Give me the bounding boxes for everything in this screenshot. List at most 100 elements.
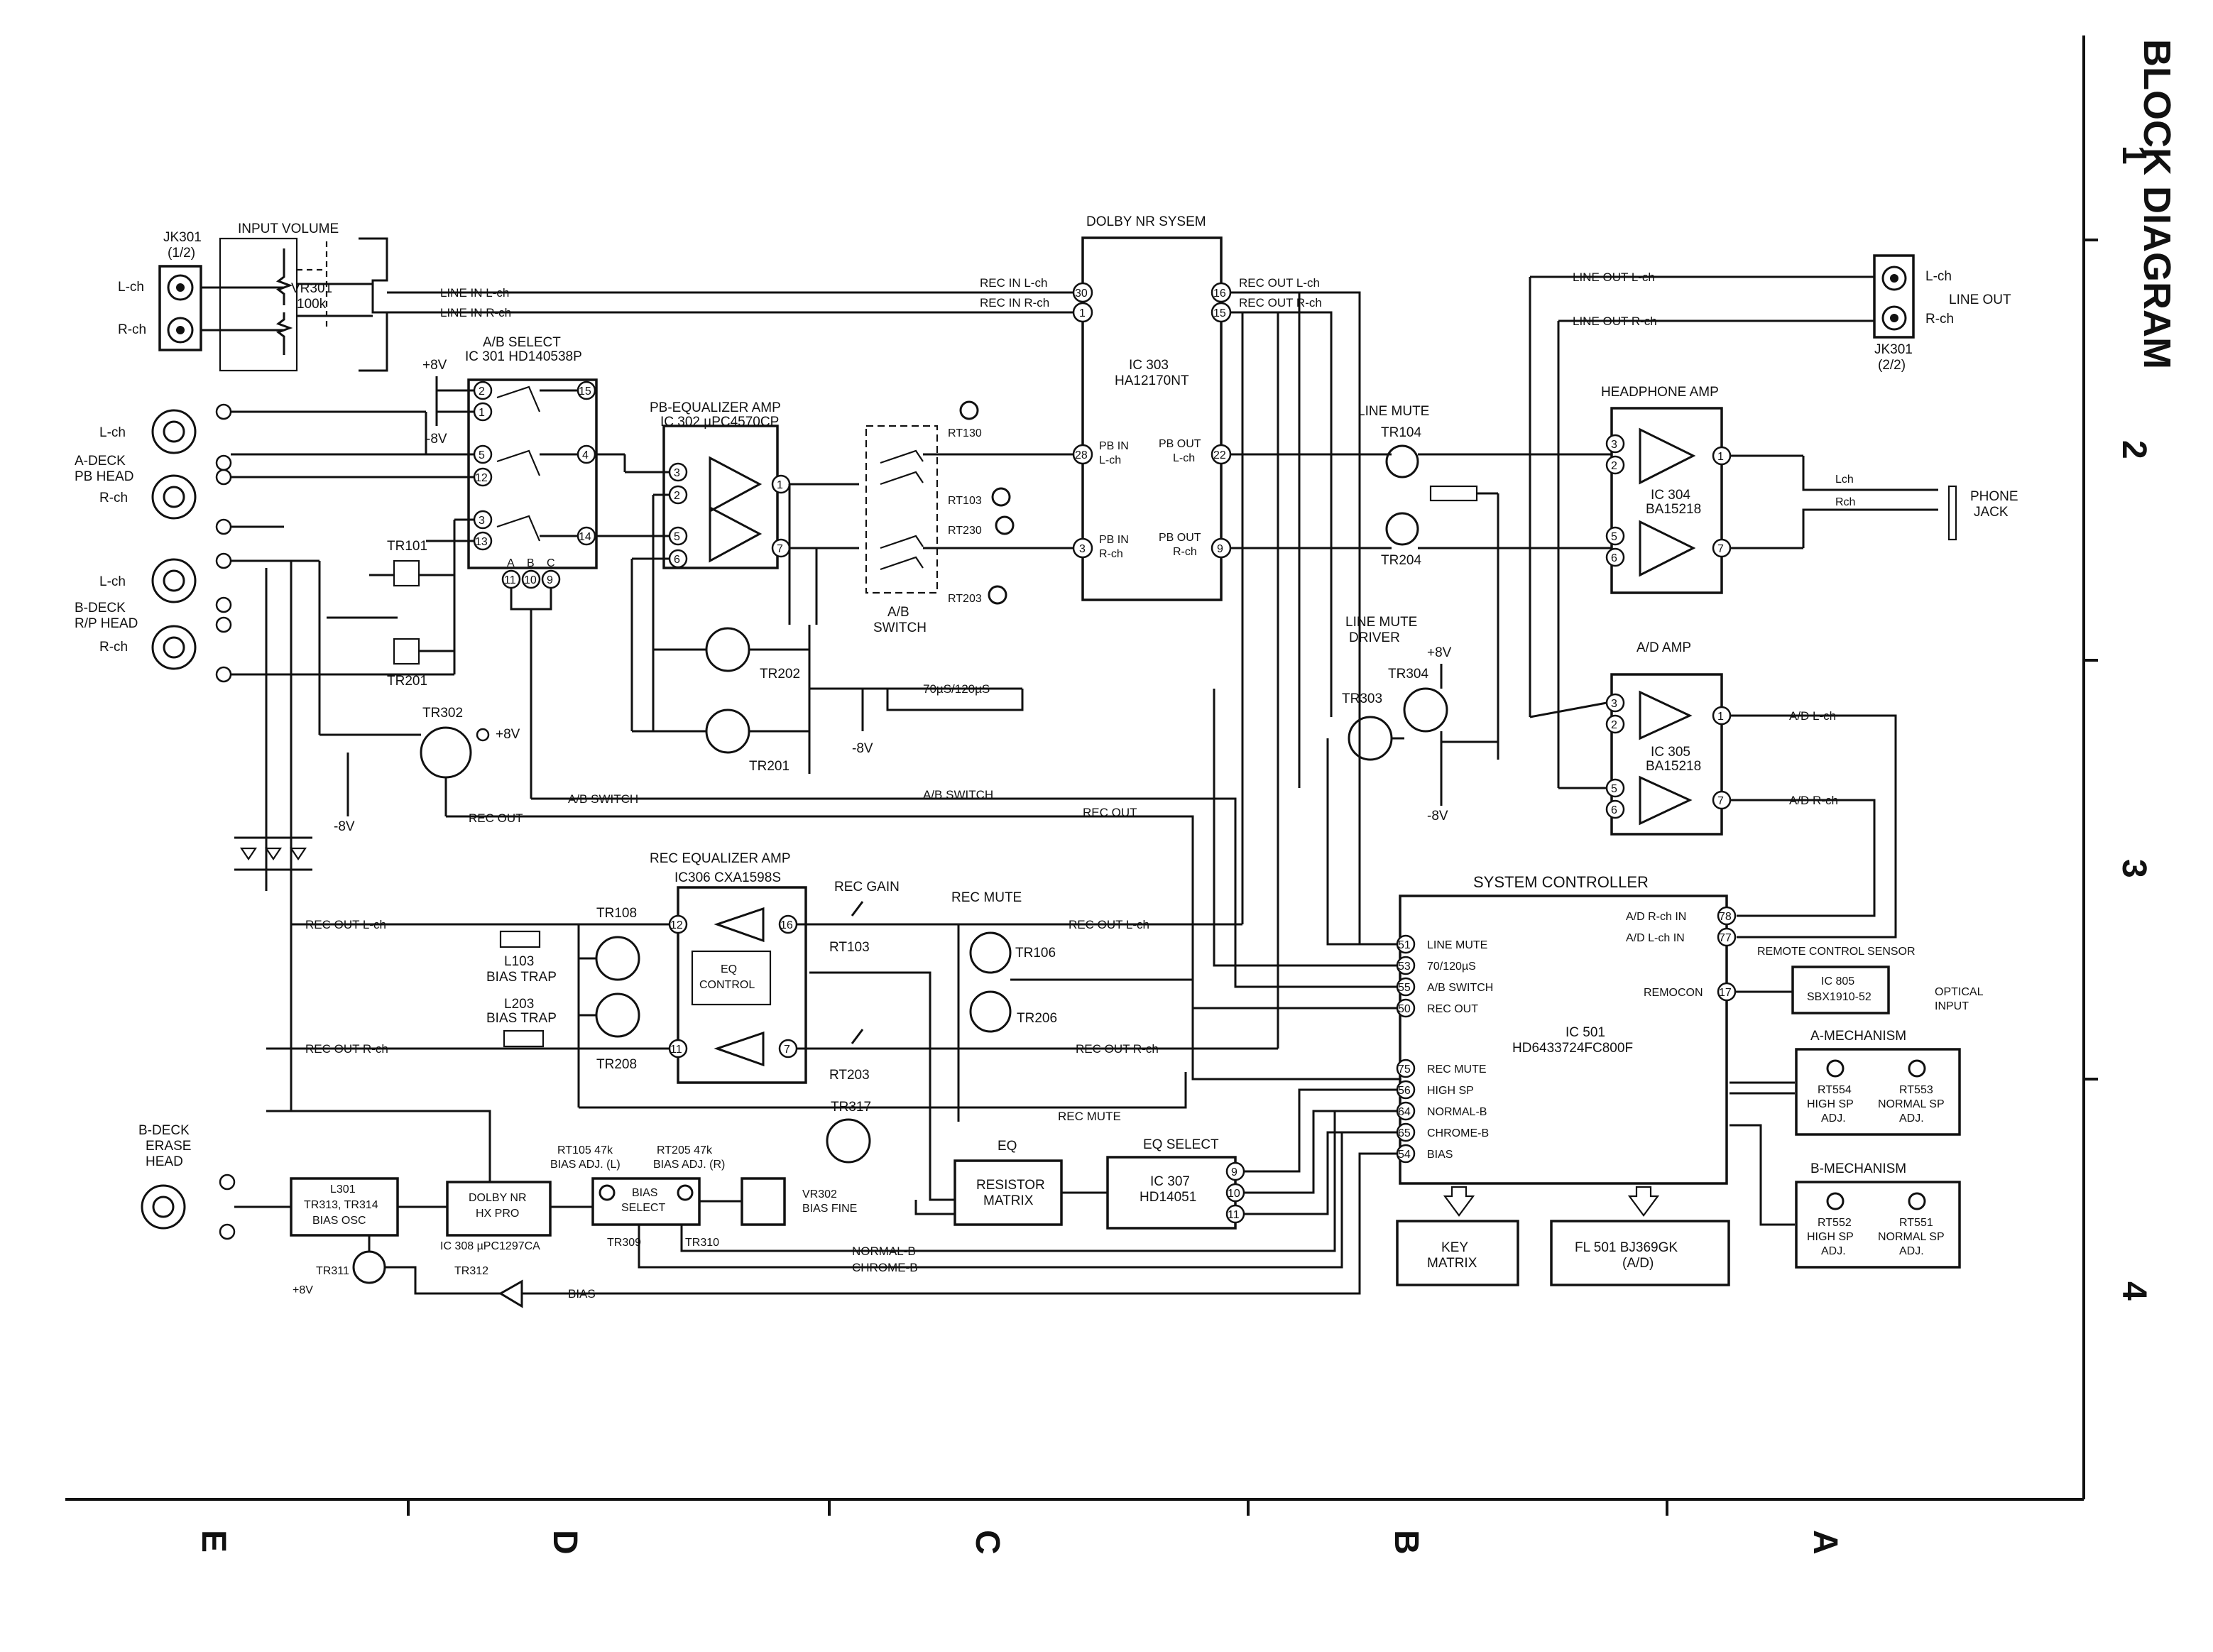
svg-text:FL 501 BJ369GK: FL 501 BJ369GK [1575,1240,1678,1255]
svg-text:1: 1 [1717,451,1724,463]
col-marker-a: A [1806,1530,1844,1555]
svg-text:R-ch: R-ch [1099,548,1123,560]
svg-text:B-DECK: B-DECK [138,1123,190,1138]
svg-text:RT230: RT230 [948,525,982,537]
svg-text:RT105 47k: RT105 47k [557,1144,613,1156]
vr302-bias-fine: VR302 BIAS FINE [741,1177,857,1226]
svg-text:12: 12 [475,472,488,484]
remote-control-sensor: REMOTE CONTROL SENSOR IC 805 SBX1910-52 … [1735,946,1984,1014]
svg-text:-8V: -8V [426,432,447,447]
control-buses: A/B SWITCH A/B SWITCH REC OUT REC OUT [446,689,1400,1010]
svg-text:L301: L301 [330,1183,356,1196]
svg-text:75: 75 [1398,1063,1411,1076]
svg-text:10: 10 [524,574,537,586]
svg-text:TR313, TR314: TR313, TR314 [304,1199,378,1211]
svg-text:78: 78 [1719,911,1732,923]
svg-text:PB IN: PB IN [1099,440,1129,452]
svg-text:A: A [507,557,515,569]
svg-text:HEADPHONE AMP: HEADPHONE AMP [1601,385,1719,400]
svg-text:RT205 47k: RT205 47k [657,1144,713,1156]
col-marker-b: B [1387,1530,1425,1555]
svg-text:NORMAL SP: NORMAL SP [1878,1098,1945,1110]
svg-text:5: 5 [1611,531,1617,543]
svg-text:RT203: RT203 [948,593,982,605]
svg-text:JACK: JACK [1974,505,2009,520]
svg-text:3: 3 [1079,543,1086,555]
svg-text:PB IN: PB IN [1099,534,1129,546]
svg-text:PB-EQUALIZER AMP: PB-EQUALIZER AMP [650,400,781,415]
signal-ab-switch-b: A/B SWITCH [923,788,993,802]
line-in-signals: LINE IN L-ch LINE IN R-ch REC IN L-ch RE… [387,276,1083,319]
row-marker-3: 3 [2115,859,2153,878]
svg-text:TR104: TR104 [1381,425,1421,440]
svg-text:R-ch: R-ch [99,640,128,655]
svg-text:3: 3 [479,515,485,527]
svg-text:INPUT VOLUME: INPUT VOLUME [238,221,339,236]
svg-text:REC EQUALIZER AMP: REC EQUALIZER AMP [650,851,791,866]
dolby-nr-system: DOLBY NR SYSEM IC 303 HA12170NT 30 1 28 … [1072,214,1392,806]
svg-text:BA15218: BA15218 [1646,502,1701,517]
svg-text:RT103: RT103 [948,495,982,507]
bias-select: BIAS SELECT RT105 47k BIAS ADJ. (L) RT20… [550,1144,742,1249]
svg-text:LINE MUTE: LINE MUTE [1345,615,1417,630]
svg-text:16: 16 [1213,288,1226,300]
row-marker-1: 1 [2115,146,2153,165]
svg-text:BIAS TRAP: BIAS TRAP [486,970,557,985]
svg-text:BIAS TRAP: BIAS TRAP [486,1011,557,1026]
svg-text:HEAD: HEAD [146,1154,183,1169]
svg-text:+8V: +8V [422,358,447,373]
bottom-buses: TR311 +8V TR312 BIAS CHROME-B NORMAL-B [293,1111,1397,1308]
svg-text:5: 5 [1611,783,1617,795]
svg-text:B-MECHANISM: B-MECHANISM [1810,1161,1906,1176]
svg-text:OPTICAL: OPTICAL [1935,986,1984,998]
svg-text:RT553: RT553 [1899,1084,1933,1096]
svg-text:11: 11 [504,574,516,586]
svg-text:3: 3 [1611,439,1617,451]
svg-text:+8V: +8V [1427,645,1452,660]
svg-text:65: 65 [1398,1127,1411,1139]
svg-text:1: 1 [1717,711,1724,723]
col-marker-c: C [968,1530,1006,1555]
svg-text:100k: 100k [297,297,327,312]
svg-text:IC 305: IC 305 [1651,745,1690,760]
signal-line-out-l: LINE OUT L-ch [1573,270,1655,284]
svg-text:TR108: TR108 [596,906,637,921]
svg-text:REC OUT L-ch: REC OUT L-ch [1239,276,1320,290]
svg-text:9: 9 [547,574,553,586]
svg-text:BIAS: BIAS [1427,1149,1453,1161]
svg-text:DRIVER: DRIVER [1349,630,1400,645]
svg-text:64: 64 [1398,1106,1411,1118]
svg-text:9: 9 [1231,1166,1237,1178]
svg-text:-8V: -8V [852,741,873,756]
svg-text:15: 15 [579,385,591,398]
svg-text:-8V: -8V [1427,809,1448,824]
svg-text:HX PRO: HX PRO [476,1208,519,1220]
rec-gain-mute: REC GAIN RT103 RT203 REC MUTE TR106 TR20… [829,880,1400,1122]
svg-text:2: 2 [674,490,680,502]
svg-text:TR312: TR312 [454,1265,488,1277]
svg-text:IC 302 µPC4570CP: IC 302 µPC4570CP [660,415,779,430]
svg-text:HD14051: HD14051 [1140,1190,1196,1205]
svg-text:PHONE: PHONE [1970,489,2018,504]
svg-text:SBX1910-52: SBX1910-52 [1807,991,1872,1003]
svg-text:BIAS ADJ. (L): BIAS ADJ. (L) [550,1159,621,1171]
svg-text:L-ch: L-ch [118,280,144,295]
svg-text:IC 308 µPC1297CA: IC 308 µPC1297CA [440,1240,540,1252]
svg-text:TR106: TR106 [1015,946,1056,961]
page-title: BLOCK DIAGRAM [2136,39,2178,369]
svg-text:SYSTEM CONTROLLER: SYSTEM CONTROLLER [1473,873,1649,891]
svg-text:Lch: Lch [1835,474,1854,486]
fl501-display: FL 501 BJ369GK (A/D) [1550,1186,1730,1286]
signal-line-in-l: LINE IN L-ch [440,286,509,300]
svg-text:A/D AMP: A/D AMP [1636,640,1691,655]
svg-text:B: B [527,557,535,569]
svg-text:ADJ.: ADJ. [1899,1112,1924,1125]
rec-equalizer-amp: REC EQUALIZER AMP IC306 CXA1598S EQ CONT… [266,312,1279,1084]
svg-text:TR310: TR310 [685,1237,719,1249]
row-marker-2: 2 [2115,440,2153,459]
svg-text:BIAS FINE: BIAS FINE [802,1203,857,1215]
svg-text:TR304: TR304 [1388,667,1428,682]
svg-text:TR309: TR309 [607,1237,641,1249]
svg-text:SWITCH: SWITCH [873,620,927,635]
